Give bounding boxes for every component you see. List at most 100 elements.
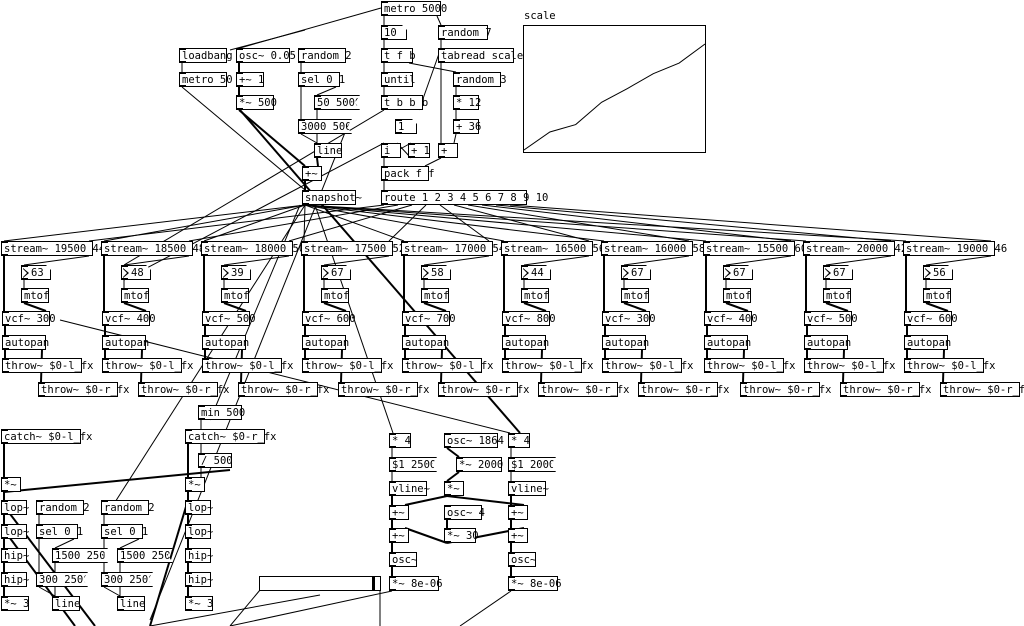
vcf-object-8[interactable]: vcf~ 400 — [704, 311, 758, 326]
stream-object-2[interactable]: stream~ 18500 48 — [101, 241, 205, 256]
mtof-object-7[interactable]: mtof — [621, 288, 649, 303]
object-iobj[interactable]: i — [381, 143, 401, 158]
message-m3002500b[interactable]: 300 2500 — [101, 572, 153, 587]
message-m15002500b[interactable]: 1500 2500 — [117, 548, 173, 563]
object-mul3l[interactable]: *~ 3 — [1, 596, 29, 611]
horizontal-slider[interactable] — [259, 576, 381, 591]
vcf-object-6[interactable]: vcf~ 800 — [502, 311, 556, 326]
throw-left-object-7[interactable]: throw~ $0-l_fx — [602, 358, 694, 373]
throw-right-object-7[interactable]: throw~ $0-r_fx — [638, 382, 730, 397]
object-addt[interactable]: +~ — [302, 166, 322, 181]
stream-object-8[interactable]: stream~ 15500 60 — [703, 241, 807, 256]
stream-object-6[interactable]: stream~ 16500 56 — [501, 241, 605, 256]
vcf-object-10[interactable]: vcf~ 600 — [904, 311, 958, 326]
slider-knob[interactable] — [372, 577, 376, 590]
object-packff[interactable]: pack f f — [381, 166, 435, 181]
throw-left-object-3[interactable]: throw~ $0-l_fx — [202, 358, 294, 373]
object-div500[interactable]: / 500 — [198, 453, 233, 468]
object-multr[interactable]: *~ — [185, 477, 205, 492]
object-mul30[interactable]: *~ 30 — [444, 528, 479, 543]
object-min500[interactable]: min 500 — [198, 405, 245, 420]
object-sel01c[interactable]: sel 0 1 — [101, 524, 148, 539]
mtof-object-5[interactable]: mtof — [421, 288, 449, 303]
autopan-object-7[interactable]: autopan — [602, 335, 649, 350]
autopan-object-10[interactable]: autopan — [904, 335, 951, 350]
object-add36[interactable]: + 36 — [453, 119, 481, 134]
object-addb[interactable]: +~ — [508, 505, 528, 520]
object-mul12[interactable]: * 12 — [453, 95, 481, 110]
object-metro5000[interactable]: metro 5000 — [381, 1, 447, 16]
object-mul8b[interactable]: *~ 8e-06 — [508, 576, 562, 591]
mtof-object-3[interactable]: mtof — [221, 288, 249, 303]
object-until[interactable]: until — [381, 72, 416, 87]
note-number-box-1[interactable]: 63 — [21, 265, 51, 280]
mtof-object-2[interactable]: mtof — [121, 288, 149, 303]
object-addc[interactable]: +~ — [389, 528, 409, 543]
throw-right-object-9[interactable]: throw~ $0-r_fx — [840, 382, 932, 397]
autopan-object-6[interactable]: autopan — [502, 335, 549, 350]
throw-right-object-5[interactable]: throw~ $0-r_fx — [438, 382, 530, 397]
throw-left-object-1[interactable]: throw~ $0-l_fx — [2, 358, 94, 373]
object-multx[interactable]: *~ — [444, 481, 464, 496]
vcf-object-1[interactable]: vcf~ 300 — [2, 311, 56, 326]
object-line1[interactable]: line — [314, 143, 342, 158]
autopan-object-5[interactable]: autopan — [402, 335, 449, 350]
autopan-object-2[interactable]: autopan — [102, 335, 149, 350]
autopan-object-1[interactable]: autopan — [2, 335, 49, 350]
mtof-object-1[interactable]: mtof — [21, 288, 49, 303]
message-m3002500a[interactable]: 300 2500 — [36, 572, 88, 587]
scale-array-graph[interactable] — [523, 25, 706, 153]
number-n1[interactable]: 1 — [395, 119, 417, 134]
stream-object-4[interactable]: stream~ 17500 52 — [301, 241, 405, 256]
object-sel01a[interactable]: sel 0 1 — [298, 72, 345, 87]
vcf-object-4[interactable]: vcf~ 600 — [302, 311, 356, 326]
note-number-box-3[interactable]: 39 — [221, 265, 251, 280]
mtof-object-4[interactable]: mtof — [321, 288, 349, 303]
object-lopr1[interactable]: lop~ — [185, 500, 213, 515]
object-osc1864[interactable]: osc~ 1864 — [444, 433, 504, 448]
message-m505000[interactable]: 50 5000 — [314, 95, 360, 110]
vcf-object-2[interactable]: vcf~ 400 — [102, 311, 156, 326]
mtof-object-9[interactable]: mtof — [823, 288, 851, 303]
object-loadbang[interactable]: loadbang — [179, 48, 233, 63]
throw-right-object-4[interactable]: throw~ $0-r_fx — [338, 382, 430, 397]
object-plusb[interactable]: + — [438, 143, 458, 158]
object-hipl1[interactable]: hip~ — [1, 548, 29, 563]
number-n10[interactable]: 10 — [381, 25, 407, 40]
note-number-box-4[interactable]: 67 — [321, 265, 351, 280]
object-random2c[interactable]: random 2 — [101, 500, 155, 515]
note-number-box-6[interactable]: 44 — [521, 265, 551, 280]
object-adda[interactable]: +~ — [389, 505, 409, 520]
throw-right-object-3[interactable]: throw~ $0-r_fx — [238, 382, 330, 397]
message-m15002500a[interactable]: 1500 2500 — [52, 548, 108, 563]
object-random3[interactable]: random 3 — [453, 72, 507, 87]
object-lopr2[interactable]: lop~ — [185, 524, 213, 539]
throw-left-object-4[interactable]: throw~ $0-l_fx — [302, 358, 394, 373]
object-tabread[interactable]: tabread scale — [438, 48, 523, 63]
object-random7[interactable]: random 7 — [438, 25, 492, 40]
object-mul3r[interactable]: *~ 3 — [185, 596, 213, 611]
message-m12500[interactable]: $1 2500 — [389, 457, 437, 472]
message-m30005000[interactable]: 3000 5000 — [298, 119, 352, 134]
note-number-box-8[interactable]: 67 — [723, 265, 753, 280]
stream-object-3[interactable]: stream~ 18000 50 — [201, 241, 305, 256]
object-tfb[interactable]: t f b — [381, 48, 416, 63]
throw-left-object-10[interactable]: throw~ $0-l_fx — [904, 358, 996, 373]
object-lopl1[interactable]: lop~ — [1, 500, 29, 515]
object-linel[interactable]: line — [52, 596, 80, 611]
object-mul4b[interactable]: * 4 — [508, 433, 530, 448]
note-number-box-5[interactable]: 58 — [421, 265, 451, 280]
throw-left-object-9[interactable]: throw~ $0-l_fx — [804, 358, 896, 373]
throw-left-object-6[interactable]: throw~ $0-l_fx — [502, 358, 594, 373]
object-hipl2[interactable]: hip~ — [1, 572, 29, 587]
object-osc005[interactable]: osc~ 0.05 — [236, 48, 296, 63]
object-addd[interactable]: +~ — [508, 528, 528, 543]
object-mult500[interactable]: *~ 500 — [236, 95, 277, 110]
autopan-object-9[interactable]: autopan — [804, 335, 851, 350]
object-plus1[interactable]: + 1 — [408, 143, 430, 158]
throw-right-object-2[interactable]: throw~ $0-r_fx — [138, 382, 230, 397]
object-addt1[interactable]: +~ 1 — [236, 72, 264, 87]
vcf-object-3[interactable]: vcf~ 500 — [202, 311, 256, 326]
vcf-object-7[interactable]: vcf~ 300 — [602, 311, 656, 326]
stream-object-7[interactable]: stream~ 16000 58 — [601, 241, 705, 256]
